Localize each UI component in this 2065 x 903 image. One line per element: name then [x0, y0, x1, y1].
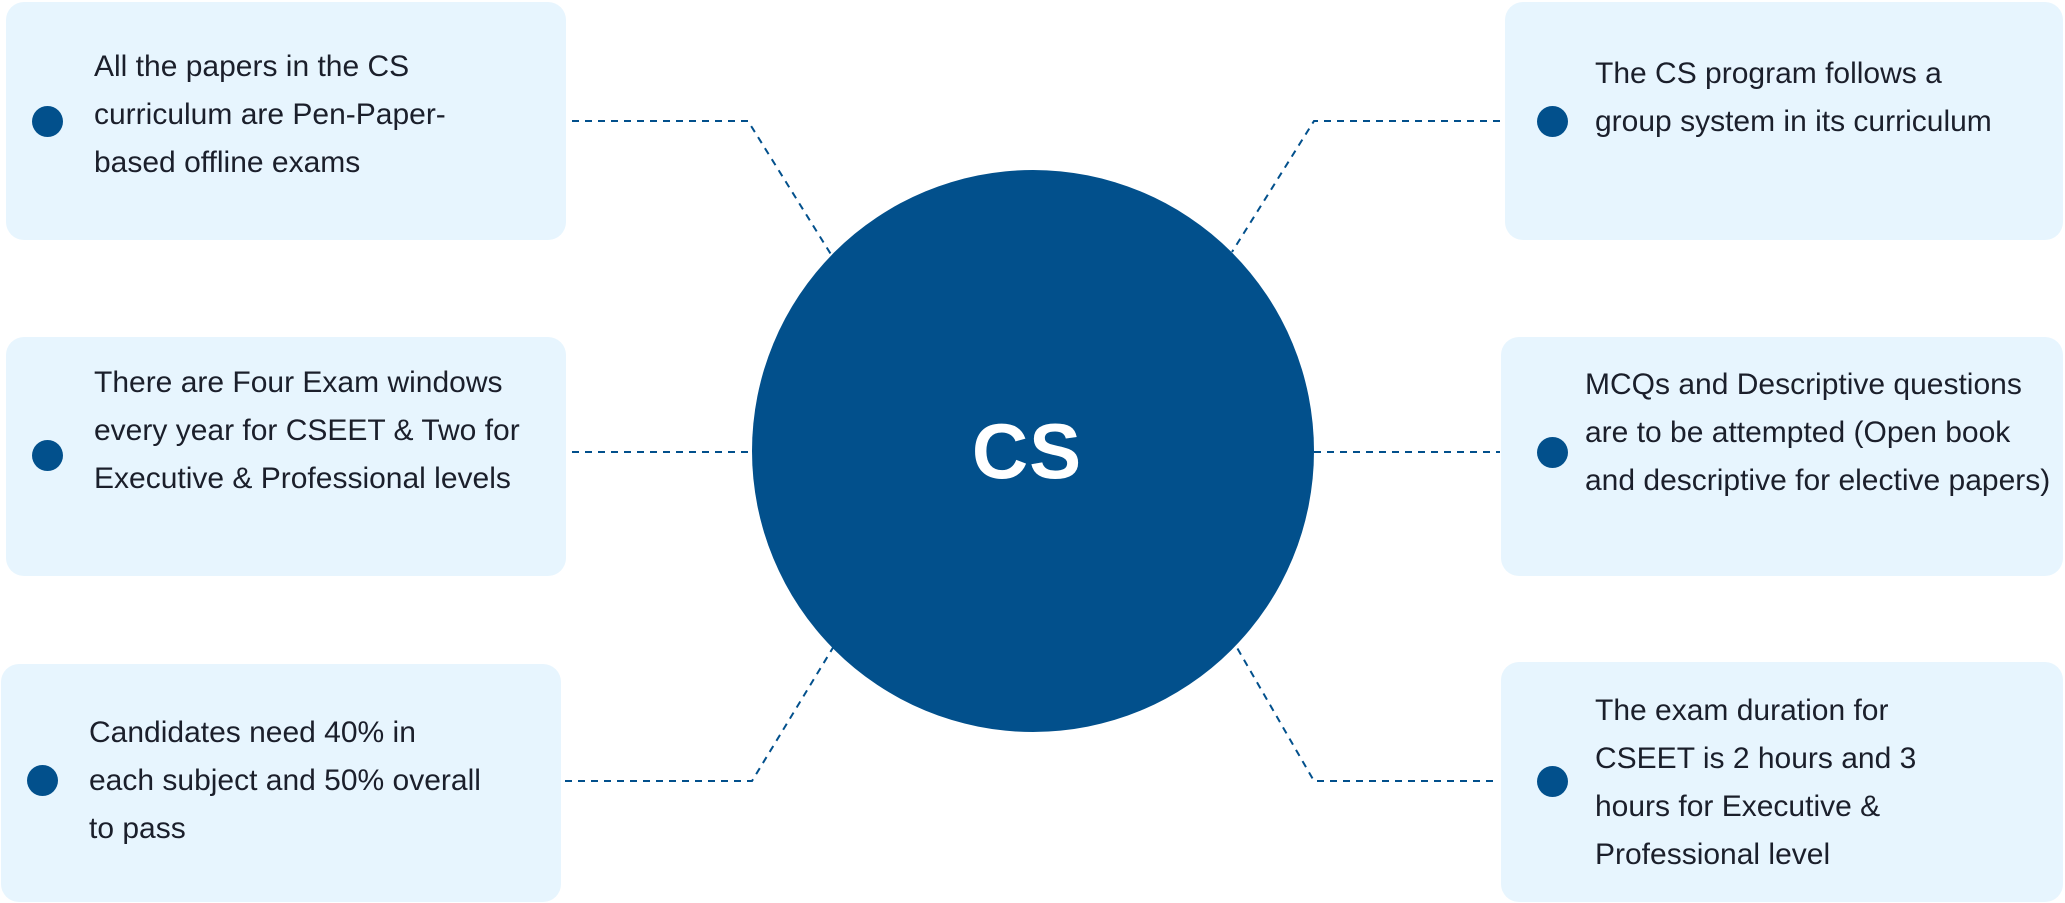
bullet-icon [32, 440, 63, 471]
bullet-icon [27, 765, 58, 796]
feature-card-right-bottom: The exam duration for CSEET is 2 hours a… [1501, 662, 2063, 902]
card-text: The CS program follows a group system in… [1595, 57, 1992, 138]
connector-left-bottom [565, 645, 835, 782]
card-text: All the papers in the CS curriculum are … [94, 50, 446, 179]
connector-right-top [1231, 120, 1500, 253]
card-text: Candidates need 40% in each subject and … [89, 716, 481, 845]
bullet-icon [32, 106, 63, 137]
card-text: MCQs and Descriptive questions are to be… [1585, 368, 2051, 497]
center-hub: CS [752, 170, 1314, 732]
feature-card-left-bottom: Candidates need 40% in each subject and … [1, 664, 561, 902]
connector-right-bottom [1235, 645, 1493, 782]
card-text: The exam duration for CSEET is 2 hours a… [1595, 694, 1917, 871]
bullet-icon [1537, 106, 1568, 137]
bullet-icon [1537, 766, 1568, 797]
feature-card-right-top: The CS program follows a group system in… [1505, 2, 2063, 240]
bullet-icon [1537, 437, 1568, 468]
feature-card-left-middle: There are Four Exam windows every year f… [6, 337, 566, 576]
connector-left-top [572, 120, 833, 257]
card-text: There are Four Exam windows every year f… [94, 366, 520, 495]
feature-card-left-top: All the papers in the CS curriculum are … [6, 2, 566, 240]
center-label: CS [971, 406, 1083, 495]
feature-card-right-middle: MCQs and Descriptive questions are to be… [1501, 337, 2063, 576]
